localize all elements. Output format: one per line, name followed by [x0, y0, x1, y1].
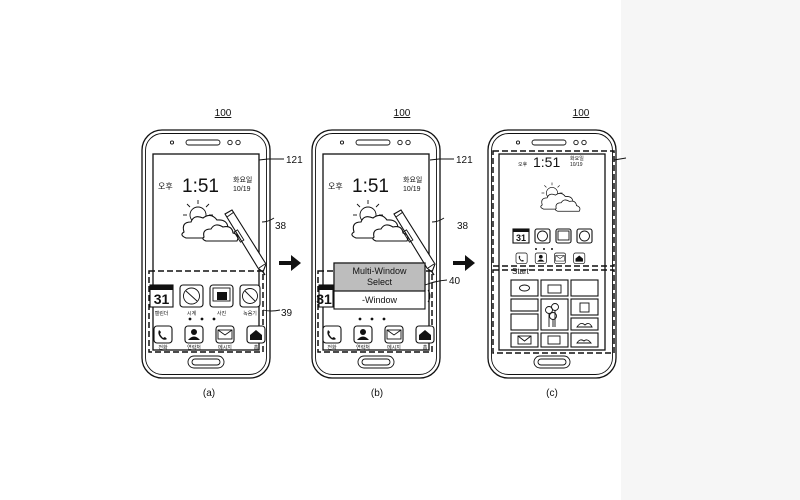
ampm-label-c: 오후	[518, 162, 528, 168]
device-ref-c: 100	[573, 108, 590, 119]
clock-time-c: 1:51	[533, 154, 560, 170]
panel-c: 100 오후 1:51 화요일 10/19 31 Start	[487, 108, 627, 399]
clock-icon	[183, 287, 200, 305]
date-label-a: 10/19	[233, 186, 251, 193]
page-dot	[370, 317, 374, 321]
weather-icon-c	[540, 182, 581, 212]
calendar-day-b: 31	[316, 291, 332, 307]
dock-home-label-a: 홈	[254, 344, 259, 351]
multi-window-popup[interactable]: Multi-Window Select -Window	[333, 262, 426, 310]
dock-icons-a[interactable]	[153, 325, 266, 344]
lower-window	[492, 269, 615, 354]
popup-window-option[interactable]: -Window	[362, 295, 398, 305]
right-page-margin	[621, 0, 800, 500]
caption-b: (b)	[371, 388, 383, 399]
dock-messages-label-a: 메시지	[218, 344, 232, 351]
ref-screen-b: 121	[456, 155, 473, 166]
arrow-right-icon	[279, 255, 301, 271]
dock-contacts-label-b: 연락처	[356, 344, 370, 351]
selected-area-a	[148, 270, 264, 353]
device-ref-b: 100	[394, 108, 411, 119]
calendar-day-a: 31	[154, 291, 170, 307]
page-dot	[358, 317, 362, 321]
lower-app-grid[interactable]	[510, 279, 599, 348]
page-dot	[188, 317, 192, 321]
multi-window-select-button[interactable]	[333, 262, 426, 292]
date-label-c: 10/19	[570, 162, 583, 168]
ampm-label-b: 오후	[328, 182, 343, 191]
start-label: Start	[512, 267, 530, 276]
weekday-label-b: 화요일	[403, 175, 422, 184]
dock-home-label-b: 홈	[423, 344, 428, 351]
app-clock[interactable]: 시계	[179, 284, 204, 317]
popup-line2: Select	[367, 277, 393, 287]
device-ref-a: 100	[215, 108, 232, 119]
ref-popup-b: 40	[449, 276, 461, 287]
upper-window	[492, 150, 615, 267]
panel-b: 100 오후 1:51 화요일 10/19 31 Multi-Window Se…	[311, 108, 473, 399]
page-dot	[382, 317, 386, 321]
page-dot	[200, 317, 204, 321]
date-label-b: 10/19	[403, 186, 421, 193]
ref-area-a: 39	[281, 308, 293, 319]
app-recorder-label: 녹음기	[243, 310, 257, 317]
app-recorder[interactable]: 녹음기	[239, 284, 261, 317]
ref-pen-a: 38	[275, 221, 287, 232]
dock-phone-label-a: 전화	[158, 344, 168, 351]
clock-time-b: 1:51	[352, 176, 389, 197]
popup-line1: Multi-Window	[352, 266, 407, 276]
panel-a: 100 오후 1:51 화요일 10/19 31 캘린더 시계 사진	[141, 108, 303, 399]
ref-pen-b: 38	[457, 221, 469, 232]
stylus-pen-icon	[224, 209, 267, 276]
upper-app-row[interactable]: 31	[512, 228, 593, 244]
record-icon	[242, 288, 258, 304]
app-clock-label: 시계	[187, 310, 197, 317]
arrow-right-icon	[453, 255, 475, 271]
ampm-label-a: 오후	[158, 182, 173, 191]
app-gallery-label: 사진	[217, 310, 227, 317]
page-dot	[212, 317, 216, 321]
weekday-label-c: 화요일	[570, 155, 584, 162]
dock-icons-c[interactable]	[515, 252, 586, 264]
dock-contacts-label-a: 연락처	[187, 344, 201, 351]
dock-icons-b[interactable]	[322, 325, 435, 344]
weekday-label-a: 화요일	[233, 175, 252, 184]
clock-time-a: 1:51	[182, 176, 219, 197]
caption-c: (c)	[546, 388, 558, 399]
dock-phone-label-b: 전화	[327, 344, 337, 351]
dock-messages-label-b: 메시지	[387, 344, 401, 351]
ref-screen-a: 121	[286, 155, 303, 166]
caption-a: (a)	[203, 388, 215, 399]
app-calendar-label: 캘린더	[155, 310, 169, 317]
app-calendar[interactable]: 31 캘린더	[149, 284, 174, 317]
app-gallery[interactable]: 사진	[209, 284, 234, 317]
calendar-day-c: 31	[516, 233, 526, 243]
photo-icon	[212, 287, 231, 302]
